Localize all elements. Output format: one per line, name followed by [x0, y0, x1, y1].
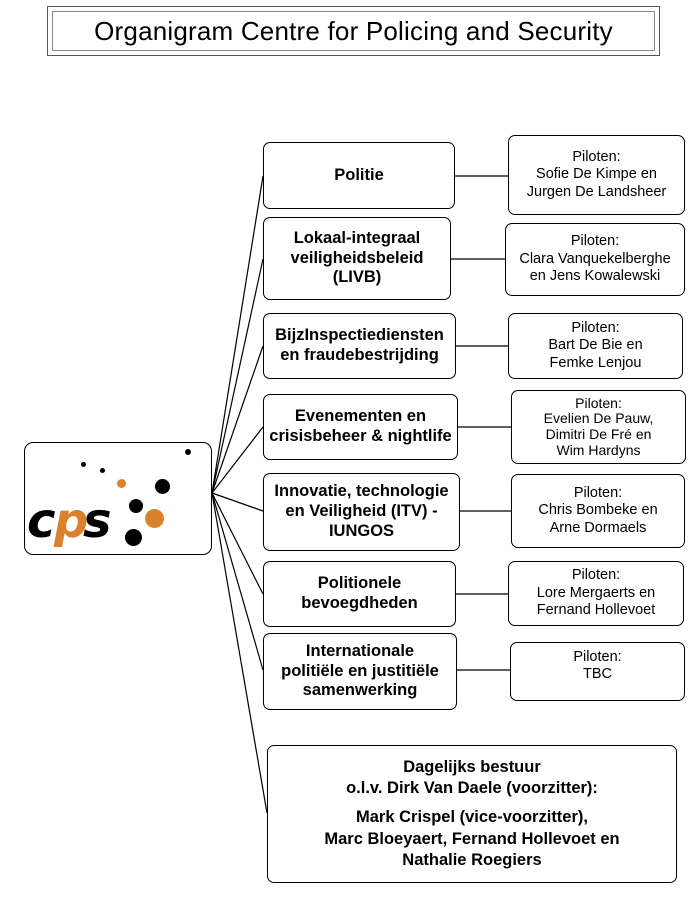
fan-line-5 [211, 492, 264, 512]
logo-letter-c: c [27, 493, 56, 549]
dept-label: Politie [334, 165, 384, 184]
pilot-name: en Jens Kowalewski [529, 268, 661, 285]
pilot-label: Piloten: [573, 649, 622, 665]
pilot-name: Sofie De Kimpe en [536, 166, 657, 183]
pilot-box-politionele: Piloten: Lore Mergaerts en Fernand Holle… [508, 561, 684, 626]
dept-box-itv: Innovatie, technologie en Veiligheid (IT… [263, 473, 460, 551]
dept-box-politie: Politie [263, 142, 455, 209]
dept-label: crisisbeheer & nightlife [269, 427, 452, 445]
pilot-name: Fernand Hollevoet [536, 602, 656, 619]
dept-label: samenwerking [302, 681, 418, 700]
page-title: Organigram Centre for Policing and Secur… [52, 11, 655, 51]
fan-line-3 [211, 345, 264, 494]
pilot-label: Piloten: [573, 484, 623, 501]
dept-label: (LIVB) [332, 268, 382, 287]
dept-label: Evenementen en [294, 407, 427, 426]
pilot-box-internationale: Piloten: TBC [510, 642, 685, 701]
dept-box-internationale: Internationale politiële en justitiële s… [263, 633, 457, 710]
dept-box-politionele: Politionele bevoegdheden [263, 561, 456, 627]
pilot-name: Lore Mergaerts en [536, 584, 656, 601]
pilot-label: Piloten: [575, 394, 622, 411]
pilot-label: Piloten: [571, 567, 621, 584]
logo-dot [129, 499, 143, 513]
pilot-label: Piloten: [571, 319, 620, 336]
fan-line-board [211, 492, 268, 814]
logo-dot [155, 479, 170, 494]
dept-label: IUNGOS [328, 521, 395, 540]
pilot-name: Clara Vanquekelberghe [519, 250, 671, 267]
dept-label: Innovatie, technologie [274, 482, 449, 501]
dept-label: BijzInspectiediensten [275, 326, 444, 345]
dept-label: en Veiligheid (ITV) - [285, 502, 438, 521]
logo-dot [185, 449, 191, 455]
logo-dot [125, 529, 142, 546]
board-member: Marc Bloeyaert, Fernand Hollevoet en [324, 829, 620, 848]
pilot-box-politie: Piloten: Sofie De Kimpe en Jurgen De Lan… [508, 135, 685, 215]
pilot-name: TBC [583, 666, 612, 683]
dept-label: Lokaal-integraal [293, 228, 421, 247]
cps-logo: c p s [24, 442, 212, 555]
dept-box-inspectie: BijzInspectiediensten en fraudebestrijdi… [263, 313, 456, 379]
pilot-name: Bart De Bie en [548, 337, 643, 354]
pilot-name: Evelien De Pauw, [543, 410, 654, 427]
fan-line-7 [211, 492, 264, 671]
pilot-name: Arne Dormaels [549, 519, 647, 536]
dept-label: Politionele [317, 574, 402, 593]
pilot-name: Jurgen De Landsheer [526, 183, 667, 200]
pilot-box-livb: Piloten: Clara Vanquekelberghe en Jens K… [505, 223, 685, 296]
dept-label: bevoegdheden [301, 594, 418, 612]
dept-label: veiligheidsbeleid [290, 248, 424, 267]
pilot-box-evenementen: Piloten: Evelien De Pauw, Dimitri De Fré… [511, 390, 686, 464]
pilot-name: Dimitri De Fré en [545, 426, 652, 442]
fan-line-2 [211, 258, 264, 494]
dept-box-evenementen: Evenementen en crisisbeheer & nightlife [263, 394, 458, 460]
board-box: Dagelijks bestuur o.l.v. Dirk Van Daele … [267, 745, 677, 883]
fan-line-4 [211, 426, 264, 494]
pilot-box-inspectie: Piloten: Bart De Bie en Femke Lenjou [508, 313, 683, 379]
dept-label: en fraudebestrijding [280, 346, 439, 364]
logo-letter-p: p [54, 493, 89, 549]
title-frame: Organigram Centre for Policing and Secur… [47, 6, 660, 56]
pilot-name: Chris Bombeke en [538, 502, 658, 519]
pilot-box-itv: Piloten: Chris Bombeke en Arne Dormaels [511, 474, 685, 548]
board-member: Nathalie Roegiers [402, 850, 542, 869]
fan-line-6 [211, 492, 264, 595]
logo-dot [100, 468, 105, 473]
pilot-label: Piloten: [572, 148, 621, 165]
dept-box-livb: Lokaal-integraal veiligheidsbeleid (LIVB… [263, 217, 451, 300]
logo-letter-s: s [83, 493, 112, 549]
board-chair: o.l.v. Dirk Van Daele (voorzitter): [346, 779, 598, 798]
logo-dot [81, 462, 86, 467]
logo-dot [117, 479, 126, 488]
pilot-label: Piloten: [570, 233, 620, 250]
board-member: Mark Crispel (vice-voorzitter), [356, 808, 588, 827]
dept-label: politiële en justitiële [281, 661, 439, 680]
pilot-name: Wim Hardyns [556, 441, 641, 458]
pilot-name: Femke Lenjou [549, 354, 642, 371]
logo-dot [145, 509, 164, 528]
dept-label: Internationale [305, 641, 415, 660]
fan-line-1 [211, 175, 264, 494]
board-title: Dagelijks bestuur [403, 758, 541, 777]
